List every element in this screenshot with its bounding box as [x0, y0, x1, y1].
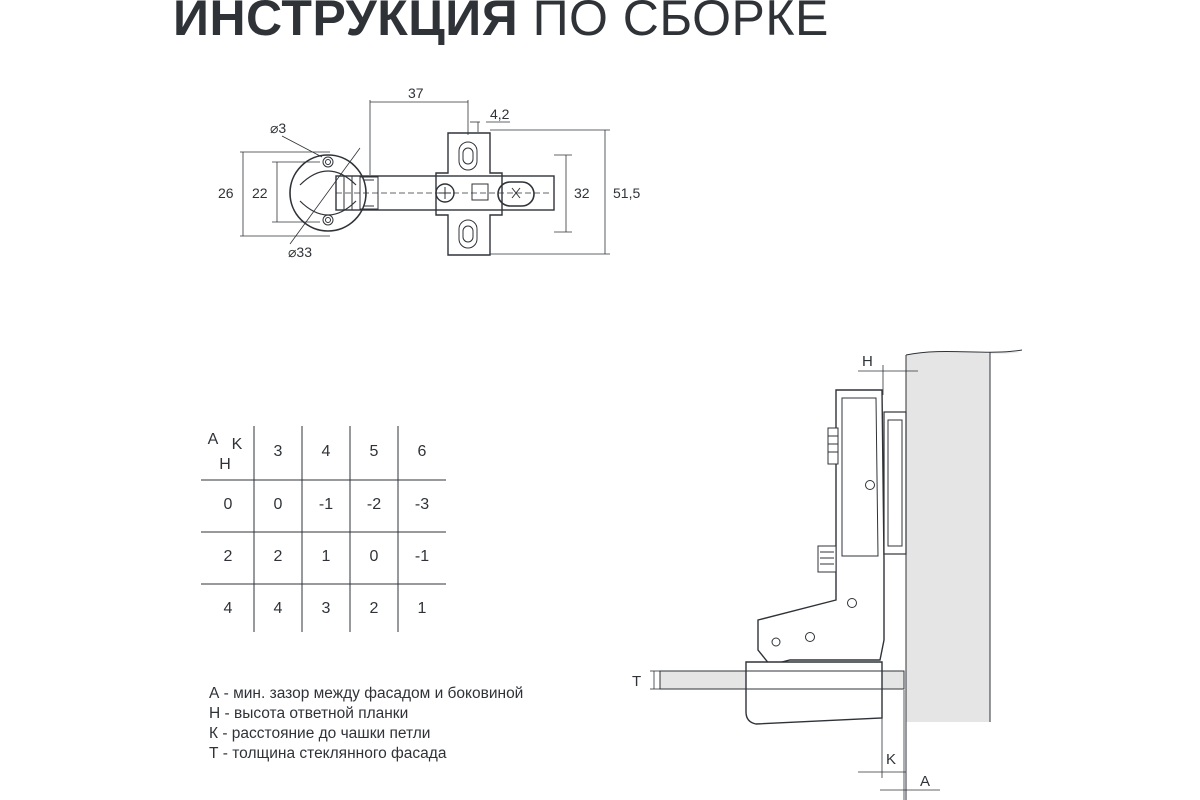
hinge-cup-side [745, 661, 883, 725]
table-cell: 1 [321, 548, 331, 565]
adjust-screw [435, 183, 455, 203]
dim-22: 22 [252, 185, 268, 201]
dim-26: 26 [218, 185, 234, 201]
dim-51-5: 51,5 [613, 185, 640, 201]
title-normal: ПО СБОРКЕ [532, 0, 829, 46]
cup-screw-hole-top [322, 156, 334, 168]
label-H: H [862, 353, 873, 370]
table-row-h: 0 [223, 496, 233, 513]
label-T: T [632, 673, 641, 690]
table-cell: 0 [273, 496, 283, 513]
table-corner-k: K [231, 436, 243, 453]
page-title: ИНСТРУКЦИЯ ПО СБОРКЕ [173, 0, 829, 48]
table-header-k-6: 6 [417, 443, 427, 460]
table-cell: 2 [273, 548, 283, 565]
legend-item-a: А - мин. зазор между фасадом и боковиной [209, 685, 524, 702]
cabinet-side-panel [906, 351, 1020, 722]
table-cell: 4 [273, 600, 283, 617]
table-corner-h: H [219, 456, 231, 473]
cam-slot [497, 181, 535, 207]
dim-4-2: 4,2 [490, 106, 510, 122]
table-cell: 3 [321, 600, 331, 617]
mounting-plate [435, 132, 503, 256]
table-cell: -1 [414, 548, 430, 565]
dim-phi-33: ⌀33 [288, 244, 312, 260]
dim-37: 37 [408, 85, 424, 101]
label-A: A [920, 773, 930, 790]
table-header-k-3: 3 [273, 443, 283, 460]
table-cell: 0 [369, 548, 379, 565]
legend: А - мин. зазор между фасадом и боковиной… [209, 684, 523, 764]
cup-screw-hole-bottom [322, 214, 334, 226]
table-row-h: 4 [223, 600, 233, 617]
table-cell: -3 [414, 496, 430, 513]
dim-phi-3: ⌀3 [270, 120, 286, 136]
legend-item-h: Н - высота ответной планки [209, 705, 409, 722]
table-cell: 1 [417, 600, 427, 617]
legend-item-t: Т - толщина стеклянного фасада [209, 745, 447, 762]
table-row-h: 2 [223, 548, 233, 565]
table-cell: -2 [366, 496, 382, 513]
table-cell: -1 [318, 496, 334, 513]
title-bold: ИНСТРУКЦИЯ [173, 0, 519, 46]
table-corner-a: A [207, 431, 219, 448]
hinge-body [757, 389, 885, 666]
dim-32: 32 [574, 185, 590, 201]
label-K: K [886, 751, 896, 768]
table-header-k-5: 5 [369, 443, 379, 460]
table-cell: 2 [369, 600, 379, 617]
table-header-k-4: 4 [321, 443, 331, 460]
legend-item-k: К - расстояние до чашки петли [209, 725, 431, 742]
